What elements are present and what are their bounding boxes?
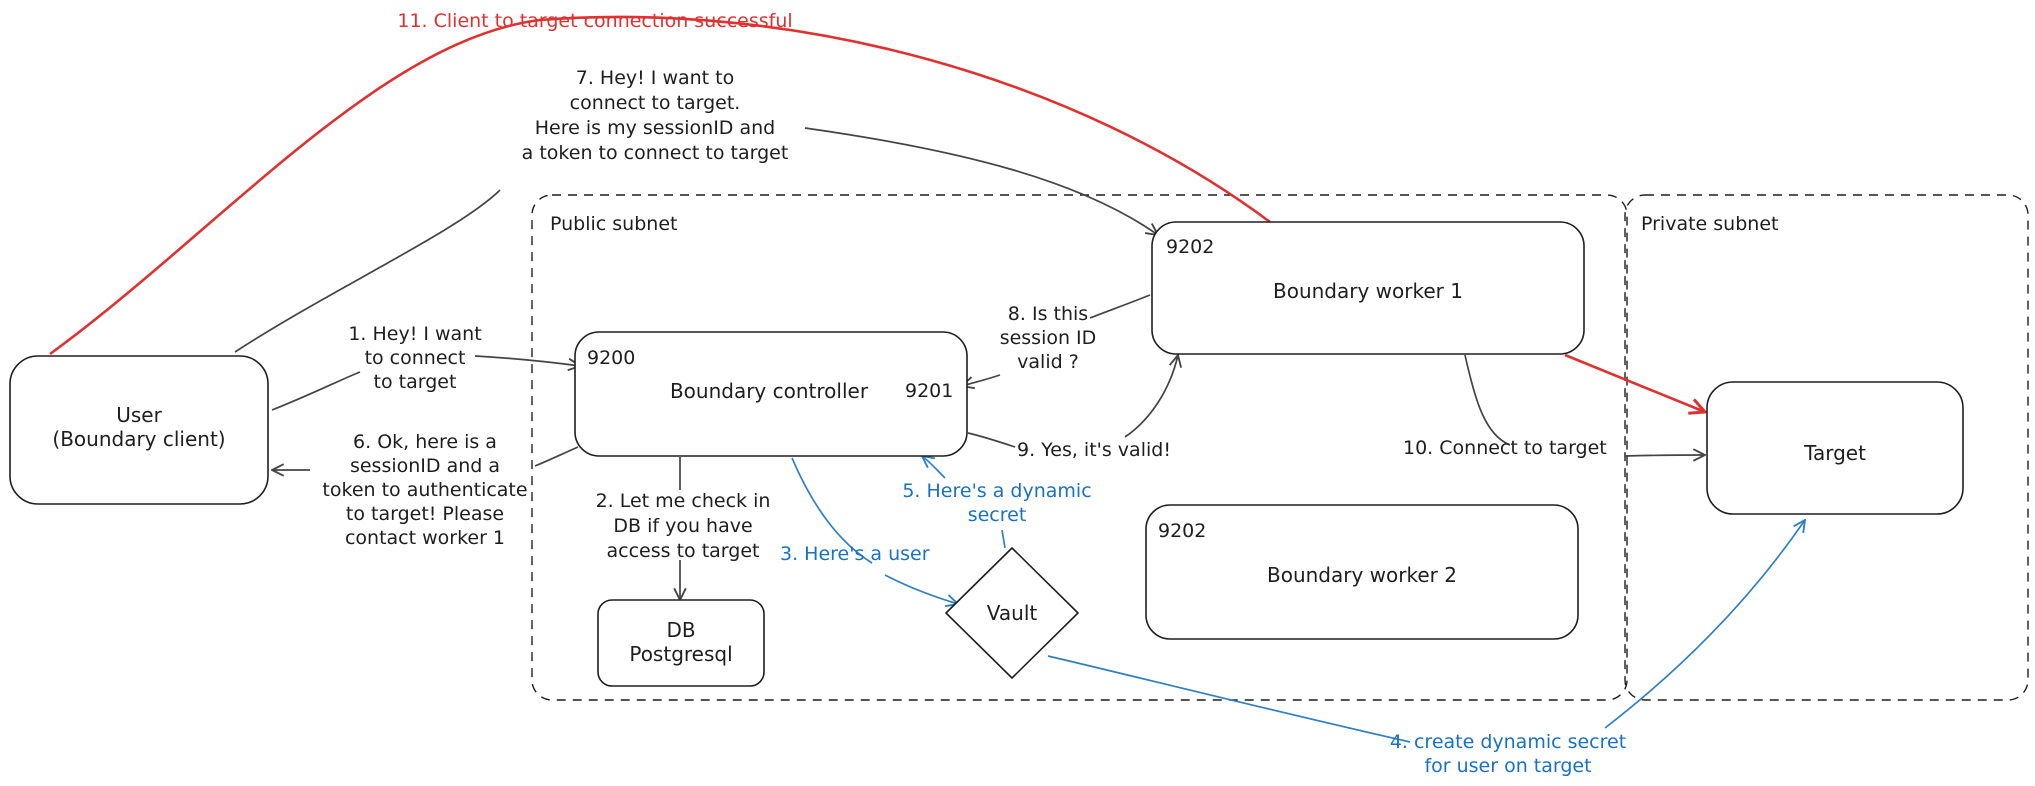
boundary-controller-node: [574, 331, 968, 457]
edge-controller-to-label3: [791, 457, 873, 564]
edge-label10-to-target: [1624, 455, 1705, 456]
step-8-label: 8. Is this session ID valid ?: [1000, 303, 1097, 373]
user-label-line1: User: [116, 403, 162, 427]
step-8-line2: session ID: [1000, 327, 1097, 349]
step-8-line1: 8. Is this: [1008, 303, 1088, 325]
vault-node: [945, 547, 1079, 679]
edge-worker1-to-label10: [1464, 354, 1511, 446]
db-label-line2: Postgresql: [629, 642, 732, 666]
edge-vault-to-label4: [1047, 655, 1411, 743]
step-6-line1: 6. Ok, here is a: [353, 431, 497, 453]
edge-label3-to-vault: [884, 574, 958, 604]
db-postgresql-node: [597, 599, 765, 687]
worker1-label: Boundary worker 1: [1273, 279, 1463, 303]
step-1-line2: to connect: [365, 347, 466, 369]
worker1-port-9202: 9202: [1166, 236, 1214, 258]
private-subnet-zone: [1624, 194, 2029, 701]
step-7-line3: Here is my sessionID and: [535, 117, 775, 139]
boundary-worker-1-node: [1151, 221, 1585, 355]
step-2-line1: 2. Let me check in: [596, 490, 771, 512]
edge-client-target-success: [49, 15, 1271, 356]
step-5-line2: secret: [968, 504, 1027, 526]
edge-worker1-target-success: [1564, 353, 1705, 412]
step-4-label: 4. create dynamic secret for user on tar…: [1390, 731, 1626, 777]
step-7-line1: 7. Hey! I want to: [576, 67, 734, 89]
step-5-line1: 5. Here's a dynamic: [902, 480, 1091, 502]
edge-vault-to-label5: [1001, 529, 1006, 549]
public-subnet-label: Public subnet: [550, 213, 677, 235]
step-2-label: 2. Let me check in DB if you have access…: [596, 490, 771, 562]
step-7-line4: a token to connect to target: [522, 142, 789, 164]
worker2-port-9202: 9202: [1158, 520, 1206, 542]
target-node: [1706, 381, 1964, 515]
edge-user-to-label1: [271, 371, 361, 411]
edge-label7-to-worker1: [804, 127, 1158, 235]
step-6-line2: sessionID and a: [350, 455, 500, 477]
step-1-line3: to target: [374, 371, 457, 393]
step-2-line3: access to target: [607, 540, 760, 562]
boundary-worker-2-node: [1145, 504, 1579, 640]
edge-label4-to-target: [1604, 520, 1805, 729]
step-6-line4: to target! Please: [346, 503, 504, 525]
step-7-line2: connect to target.: [570, 92, 741, 114]
edge-label5-to-controller: [922, 456, 946, 479]
target-label: Target: [1803, 441, 1866, 465]
step-1-line1: 1. Hey! I want: [348, 323, 481, 345]
db-label-line1: DB: [666, 618, 695, 642]
step-9-label: 9. Yes, it's valid!: [1017, 439, 1171, 461]
step-2-line2: DB if you have: [613, 515, 752, 537]
step-5-label: 5. Here's a dynamic secret: [902, 480, 1091, 526]
worker2-label: Boundary worker 2: [1267, 563, 1457, 587]
step-6-line3: token to authenticate: [322, 479, 527, 501]
edge-controller-to-label6: [534, 446, 579, 467]
user-label-line2: (Boundary client): [52, 427, 225, 451]
public-subnet-zone: [531, 194, 1628, 701]
step-6-line5: contact worker 1: [345, 527, 505, 549]
edge-label1-to-controller: [474, 355, 580, 366]
edge-label9-to-worker1: [1124, 355, 1178, 438]
edge-controller-to-label9: [967, 432, 1016, 448]
step-3-label: 3. Here's a user: [780, 543, 930, 565]
step-1-label: 1. Hey! I want to connect to target: [348, 323, 481, 393]
step-6-label: 6. Ok, here is a sessionID and a token t…: [322, 431, 527, 549]
edge-user-to-label7: [234, 189, 501, 353]
edge-worker1-to-label8: [1089, 294, 1151, 319]
step-4-line2: for user on target: [1424, 755, 1591, 777]
controller-port-9200: 9200: [587, 347, 635, 369]
step-8-line3: valid ?: [1017, 351, 1079, 373]
step-11-label: 11. Client to target connection successf…: [397, 10, 792, 32]
step-4-line1: 4. create dynamic secret: [1390, 731, 1626, 753]
step-7-label: 7. Hey! I want to connect to target. Her…: [522, 67, 789, 164]
step-10-label: 10. Connect to target: [1403, 437, 1607, 459]
user-node: [9, 355, 269, 505]
private-subnet-label: Private subnet: [1641, 213, 1778, 235]
vault-label: Vault: [987, 601, 1038, 625]
controller-label: Boundary controller: [670, 379, 869, 403]
controller-port-9201: 9201: [905, 380, 953, 402]
